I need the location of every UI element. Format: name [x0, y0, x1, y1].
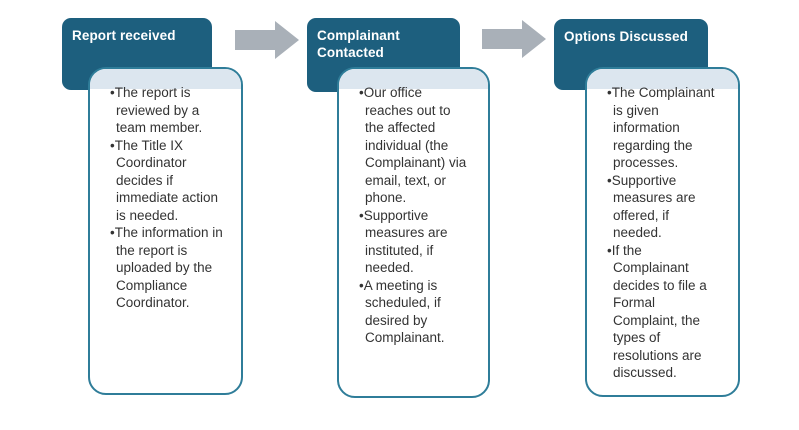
step-3-bullet-list: The Complainant is given information reg… — [587, 69, 738, 382]
step-3-content-box: The Complainant is given information reg… — [585, 67, 740, 397]
step-1-title: Report received — [72, 28, 176, 43]
step-1-content-box: The report is reviewed by a team member.… — [88, 67, 243, 395]
flow-arrow-icon — [235, 21, 299, 59]
bullet-item: Supportive measures are instituted, if n… — [359, 207, 470, 277]
bullet-item: Our office reaches out to the affected i… — [359, 84, 470, 207]
step-1-bullet-list: The report is reviewed by a team member.… — [90, 69, 241, 312]
bullet-item: The information in the report is uploade… — [110, 224, 224, 312]
bullet-item: Supportive measures are offered, if need… — [607, 172, 720, 242]
step-2-content-box: Our office reaches out to the affected i… — [337, 67, 490, 398]
bullet-item: If the Complainant decides to file a For… — [607, 242, 720, 382]
bullet-item: A meeting is scheduled, if desired by Co… — [359, 277, 470, 347]
step-3-title: Options Discussed — [564, 29, 688, 44]
step-2-title: Complainant Contacted — [317, 28, 400, 61]
bullet-item: The Title IX Coordinator decides if imme… — [110, 137, 224, 225]
bullet-item: The report is reviewed by a team member. — [110, 84, 224, 137]
step-2-bullet-list: Our office reaches out to the affected i… — [339, 69, 488, 347]
flow-arrow-icon — [482, 20, 546, 58]
bullet-item: The Complainant is given information reg… — [607, 84, 720, 172]
